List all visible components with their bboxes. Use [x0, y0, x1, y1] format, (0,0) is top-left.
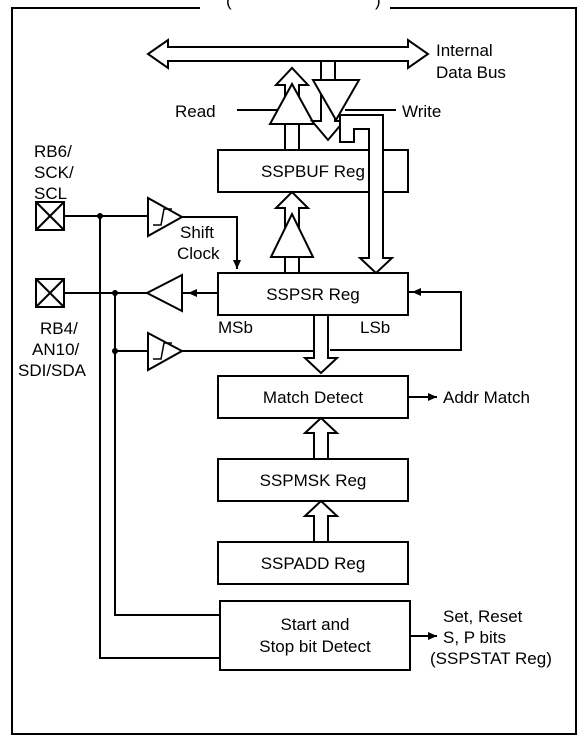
status-label-line1: Set, Reset [443, 607, 523, 626]
start-stop-label-line2: Stop bit Detect [259, 637, 371, 656]
sda-output-buffer [144, 273, 183, 313]
title-gap [200, 0, 390, 14]
sspsr-to-sspbuf-buffer [269, 211, 315, 258]
rb4-label-line1: RB4/ [40, 319, 78, 338]
match-detect-label: Match Detect [263, 388, 363, 407]
sspsr-to-match-arrow [302, 314, 340, 375]
msb-label: MSb [218, 318, 253, 337]
bus-label-line2: Data Bus [436, 63, 506, 82]
start-stop-label-line1: Start and [281, 615, 350, 634]
write-buffer [311, 79, 361, 123]
status-label-line3: (SSPSTAT Reg) [430, 649, 552, 668]
shift-label-line1: Shift [180, 223, 214, 242]
status-label-line2: S, P bits [443, 628, 506, 647]
sspadd-register [217, 541, 409, 585]
rb4-label-line2: AN10/ [32, 340, 80, 359]
rb4-label-line3: SDI/SDA [18, 361, 87, 380]
read-buffer [268, 81, 316, 125]
write-label: Write [402, 102, 441, 121]
sspmsk-register [217, 458, 409, 502]
read-label: Read [175, 102, 216, 121]
sspmsk-label: SSPMSK Reg [260, 471, 367, 490]
title-fragment-right: ) [375, 0, 381, 10]
addr-match-label: Addr Match [443, 388, 530, 407]
bus-label-line1: Internal [436, 41, 493, 60]
match-detect-block [217, 375, 409, 419]
sspsr-label: SSPSR Reg [266, 285, 360, 304]
rb6-pin-icon [35, 201, 65, 231]
start-stop-detect-block [219, 600, 411, 671]
shift-clock-line [182, 216, 238, 264]
sspbuf-label: SSPBUF Reg [261, 162, 365, 181]
sspbuf-to-sspsr-arrow [339, 114, 395, 275]
rb6-label-line2: SCK/ [34, 163, 74, 182]
sda-schmitt-trigger [147, 331, 185, 372]
scl-schmitt-trigger [147, 196, 185, 238]
lsb-label: LSb [360, 318, 390, 337]
rb4-pin-icon [35, 278, 65, 308]
sspadd-label: SSPADD Reg [261, 554, 366, 573]
rb6-label-line3: SCL [34, 184, 67, 203]
sda-to-start-stop-line [114, 293, 220, 616]
rb6-label-line1: RB6/ [34, 142, 72, 161]
title-fragment-left: ( [226, 0, 232, 10]
shift-label-line2: Clock [177, 244, 220, 263]
scl-to-start-stop-line [99, 216, 220, 659]
sspsr-register [217, 272, 409, 316]
sspadd-to-sspmsk-arrow [302, 499, 340, 543]
sspmsk-to-match-arrow [302, 416, 340, 460]
internal-data-bus-arrow [146, 38, 430, 70]
